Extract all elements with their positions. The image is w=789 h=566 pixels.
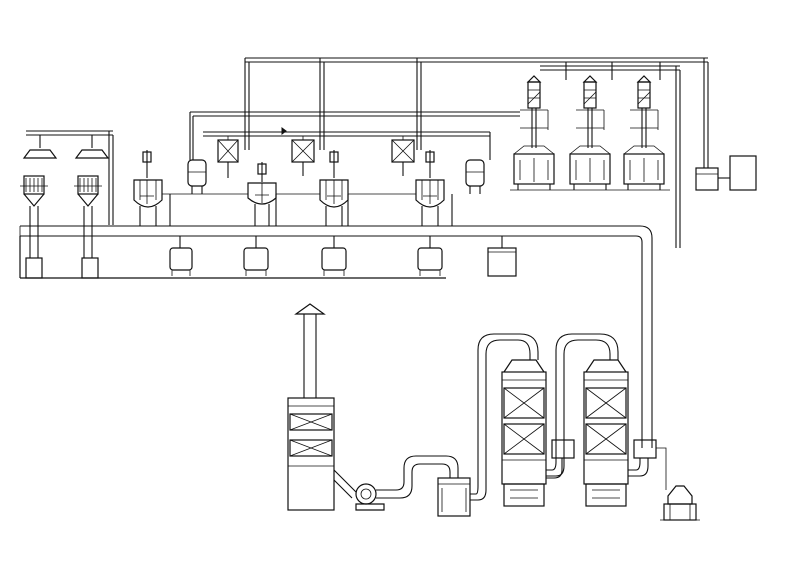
fan: [333, 455, 459, 511]
reactor-row: [133, 127, 485, 226]
receiver-tank-3: [321, 236, 347, 276]
distillation-unit-1: [513, 75, 555, 190]
receiver-tanks: [169, 236, 517, 277]
left-hood-assembly: [20, 130, 114, 279]
small-vessel-2: [465, 159, 485, 194]
main-collection-pipe: [19, 225, 653, 448]
top-header-pipes: [189, 57, 709, 248]
reactor-2: [247, 162, 277, 226]
scrubber-tower-2: [583, 359, 657, 507]
inter-tower-duct: [546, 333, 619, 477]
receiver-tank-1: [169, 236, 193, 276]
condenser-2: [281, 127, 315, 176]
receiver-tank-2: [243, 236, 269, 276]
distillation-unit-3: [623, 75, 665, 190]
reactor-3: [319, 150, 349, 226]
filter-box: [437, 333, 539, 517]
condenser-3: [391, 135, 415, 176]
reactor-4: [415, 150, 445, 226]
distillation-units: [510, 75, 670, 191]
vacuum-system: [695, 155, 757, 191]
distillation-unit-2: [569, 75, 611, 190]
waste-gas-tank: [487, 236, 517, 277]
condenser-1: [217, 135, 239, 178]
circulation-pump: [656, 447, 700, 521]
receiver-tank-4: [417, 236, 443, 276]
reactor-1: [133, 150, 163, 226]
exhaust-stack: [287, 303, 335, 511]
small-vessel-1: [187, 159, 207, 194]
scrubber-tower-1: [501, 359, 575, 507]
